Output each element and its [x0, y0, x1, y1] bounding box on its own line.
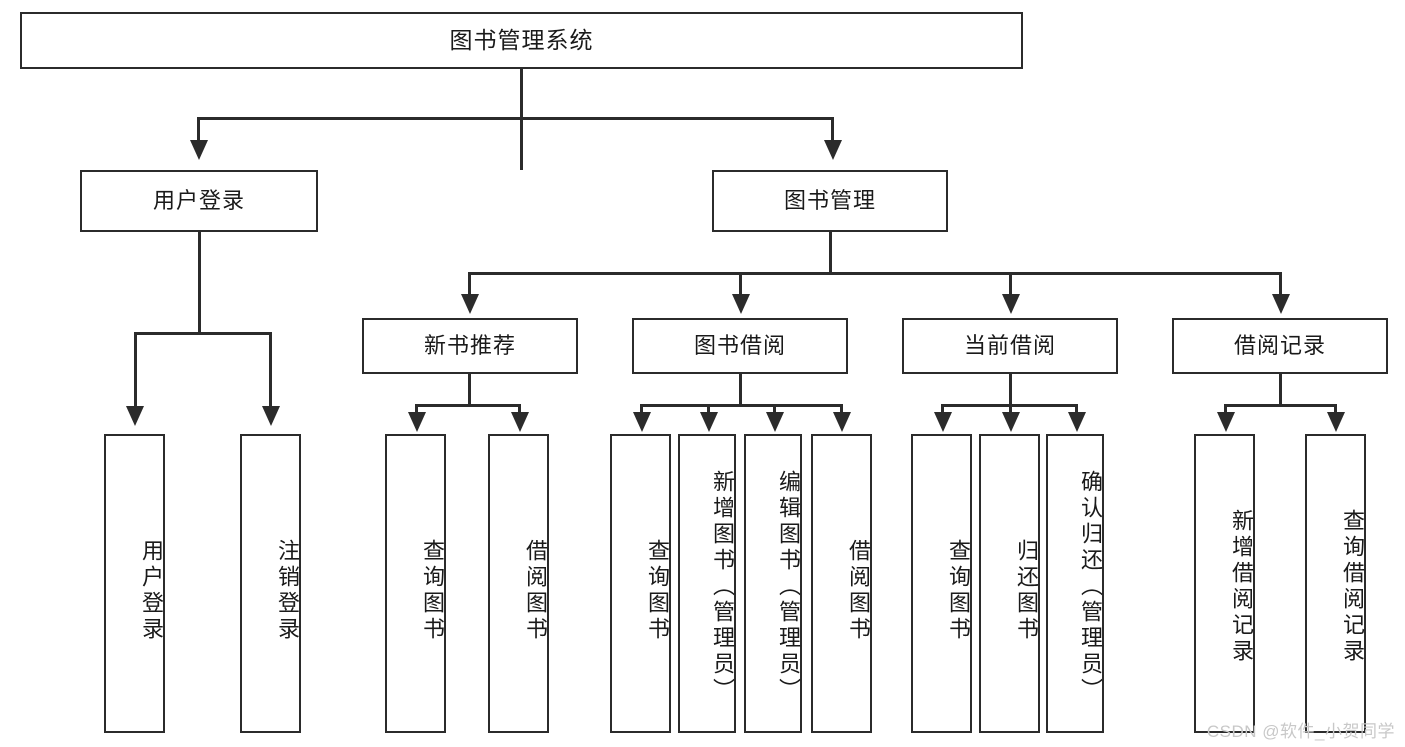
edge-newbook-to-query	[415, 404, 418, 416]
node-leaf-query-book-1[interactable]: 查询图书	[385, 434, 446, 733]
node-current-borrow[interactable]: 当前借阅	[902, 318, 1118, 374]
node-leaf-add-record[interactable]: 新增借阅记录	[1194, 434, 1255, 733]
edge-user-login-trunk	[198, 232, 201, 334]
edge-bookborrow-trunk	[739, 374, 742, 406]
edge-bookborrow-to-add	[707, 404, 710, 416]
edge-record-to-query	[1334, 404, 1337, 416]
arrow-user-login-to-leaf-logout	[262, 406, 280, 426]
edge-record-bus	[1224, 404, 1337, 407]
edge-book-manage-to-newbook	[468, 272, 471, 297]
edge-current-to-confirm	[1075, 404, 1078, 416]
edge-book-manage-bus	[468, 272, 1282, 275]
arrow-bookborrow-to-query	[633, 412, 651, 432]
node-leaf-borrow-book-1[interactable]: 借阅图书	[488, 434, 549, 733]
node-leaf-query-book-2[interactable]: 查询图书	[610, 434, 671, 733]
edge-current-to-return	[1009, 404, 1012, 416]
node-leaf-add-book-admin[interactable]: 新增图书（管理员）	[678, 434, 736, 733]
edge-bookborrow-to-query	[640, 404, 643, 416]
edge-bookborrow-to-edit	[773, 404, 776, 416]
edge-root-to-user-login	[197, 117, 200, 144]
node-leaf-query-book-3[interactable]: 查询图书	[911, 434, 972, 733]
node-leaf-borrow-book-2[interactable]: 借阅图书	[811, 434, 872, 733]
edge-user-login-to-leaf-login	[134, 332, 137, 410]
arrow-record-to-add	[1217, 412, 1235, 432]
edge-bookborrow-bus	[640, 404, 843, 407]
arrow-newbook-to-query	[408, 412, 426, 432]
node-user-login[interactable]: 用户登录	[80, 170, 318, 232]
edge-newbook-bus	[415, 404, 521, 407]
edge-user-login-bus	[134, 332, 272, 335]
edge-book-manage-to-current	[1009, 272, 1012, 297]
edge-book-manage-to-record	[1279, 272, 1282, 297]
node-book-borrow[interactable]: 图书借阅	[632, 318, 848, 374]
arrow-bookborrow-to-add	[700, 412, 718, 432]
edge-current-to-query	[941, 404, 944, 416]
node-borrow-record[interactable]: 借阅记录	[1172, 318, 1388, 374]
node-leaf-edit-book-admin[interactable]: 编辑图书（管理员）	[744, 434, 802, 733]
edge-record-to-add	[1224, 404, 1227, 416]
edge-newbook-trunk	[468, 374, 471, 406]
edge-root-to-book-manage	[831, 117, 834, 144]
node-leaf-logout[interactable]: 注销登录	[240, 434, 301, 733]
csdn-watermark: CSDN @软件_小贺同学	[1206, 722, 1395, 741]
node-new-book-rec[interactable]: 新书推荐	[362, 318, 578, 374]
arrow-current-to-return	[1002, 412, 1020, 432]
node-book-manage[interactable]: 图书管理	[712, 170, 948, 232]
arrow-root-to-book-manage	[824, 140, 842, 160]
arrow-book-manage-to-record	[1272, 294, 1290, 314]
arrow-root-to-user-login	[190, 140, 208, 160]
arrow-bookborrow-to-edit	[766, 412, 784, 432]
edge-book-manage-to-borrow	[739, 272, 742, 297]
node-root[interactable]: 图书管理系统	[20, 12, 1023, 69]
edge-record-trunk	[1279, 374, 1282, 406]
edge-user-login-to-leaf-logout	[269, 332, 272, 410]
arrow-user-login-to-leaf-login	[126, 406, 144, 426]
node-leaf-query-record[interactable]: 查询借阅记录	[1305, 434, 1366, 733]
arrow-book-manage-to-current	[1002, 294, 1020, 314]
edge-bookborrow-to-borrowbook	[840, 404, 843, 416]
node-leaf-return-book[interactable]: 归还图书	[979, 434, 1040, 733]
arrow-current-to-query	[934, 412, 952, 432]
edge-current-trunk	[1009, 374, 1012, 406]
arrow-record-to-query	[1327, 412, 1345, 432]
edge-book-manage-trunk	[829, 232, 832, 274]
node-leaf-confirm-return-admin[interactable]: 确认归还（管理员）	[1046, 434, 1104, 733]
node-leaf-user-login[interactable]: 用户登录	[104, 434, 165, 733]
arrow-book-manage-to-newbook	[461, 294, 479, 314]
edge-newbook-to-borrow	[518, 404, 521, 416]
arrow-bookborrow-to-borrowbook	[833, 412, 851, 432]
arrow-book-manage-to-borrow	[732, 294, 750, 314]
arrow-current-to-confirm	[1068, 412, 1086, 432]
arrow-newbook-to-borrow	[511, 412, 529, 432]
edge-root-bus	[197, 117, 834, 120]
